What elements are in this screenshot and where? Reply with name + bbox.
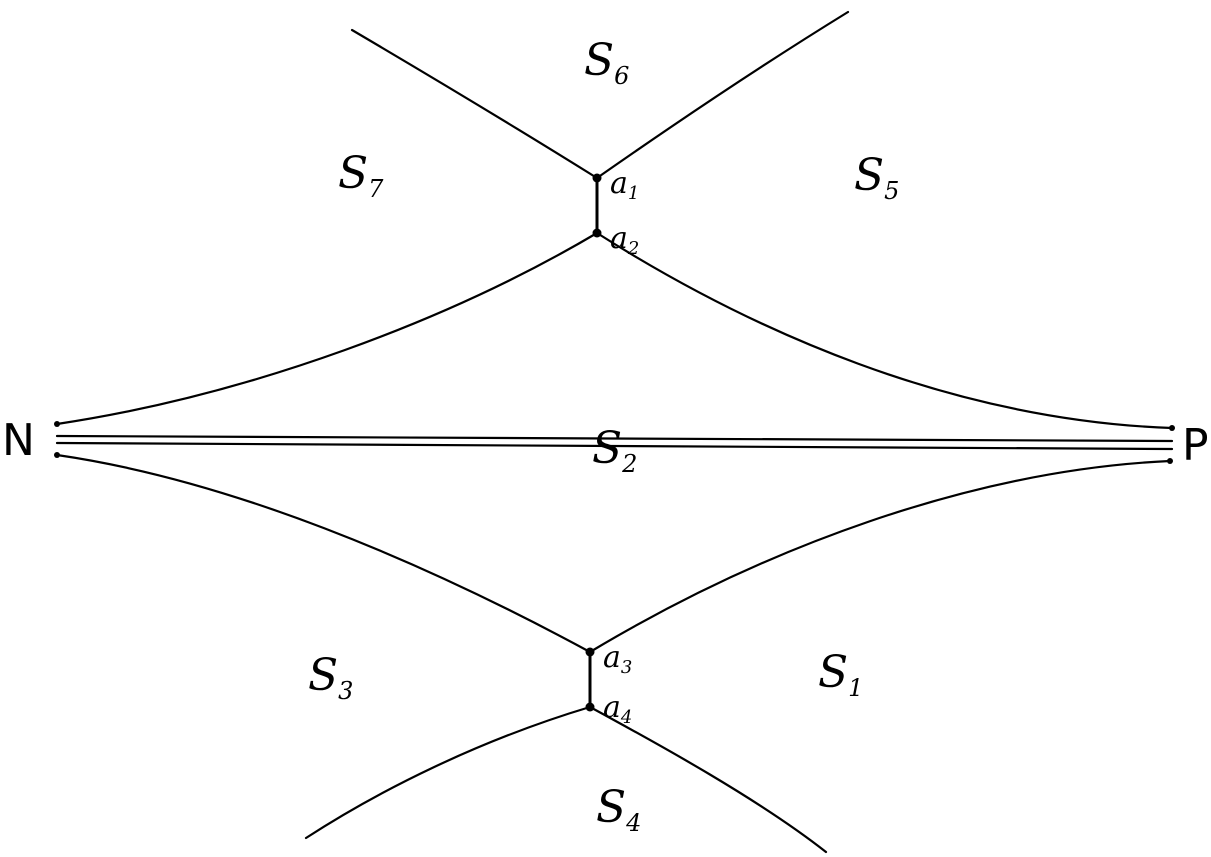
endpoint-n-upper xyxy=(54,421,60,427)
axis-upper-line xyxy=(55,434,1174,443)
upper-right-separatrix-curve xyxy=(595,231,1174,430)
region-label-s7: S7 xyxy=(338,148,384,203)
pole-label-p: P xyxy=(1182,420,1209,471)
point-label-a2: a2 xyxy=(610,221,639,259)
axis-lower-line xyxy=(55,441,1174,451)
region-label-s2: S2 xyxy=(592,423,637,478)
upper-left-separatrix-curve xyxy=(55,231,599,426)
lower-right-separatrix-curve xyxy=(588,459,1172,654)
point-label-a4: a4 xyxy=(603,690,632,728)
point-label-a3: a3 xyxy=(603,640,632,678)
region-label-s3: S3 xyxy=(308,650,353,705)
region-label-s4: S4 xyxy=(596,782,641,837)
endpoint-p-lower xyxy=(1167,458,1173,464)
endpoint-n-lower xyxy=(54,452,60,458)
node-a1 xyxy=(592,173,602,183)
lower-left-separatrix-curve xyxy=(55,453,592,654)
node-a2 xyxy=(592,228,602,238)
region-label-s6: S6 xyxy=(584,35,629,90)
lower-left-branch-curve xyxy=(304,705,592,840)
region-label-s5: S5 xyxy=(854,150,899,205)
region-label-s1: S1 xyxy=(818,647,863,702)
endpoint-p-upper xyxy=(1169,425,1175,431)
point-label-a1: a1 xyxy=(610,166,639,204)
node-a4 xyxy=(585,702,595,712)
upper-left-branch-curve xyxy=(350,28,599,180)
upper-right-branch-curve xyxy=(595,10,850,180)
lower-right-branch-curve xyxy=(588,705,828,854)
pole-label-n: N xyxy=(2,415,35,466)
node-a3 xyxy=(585,647,595,657)
